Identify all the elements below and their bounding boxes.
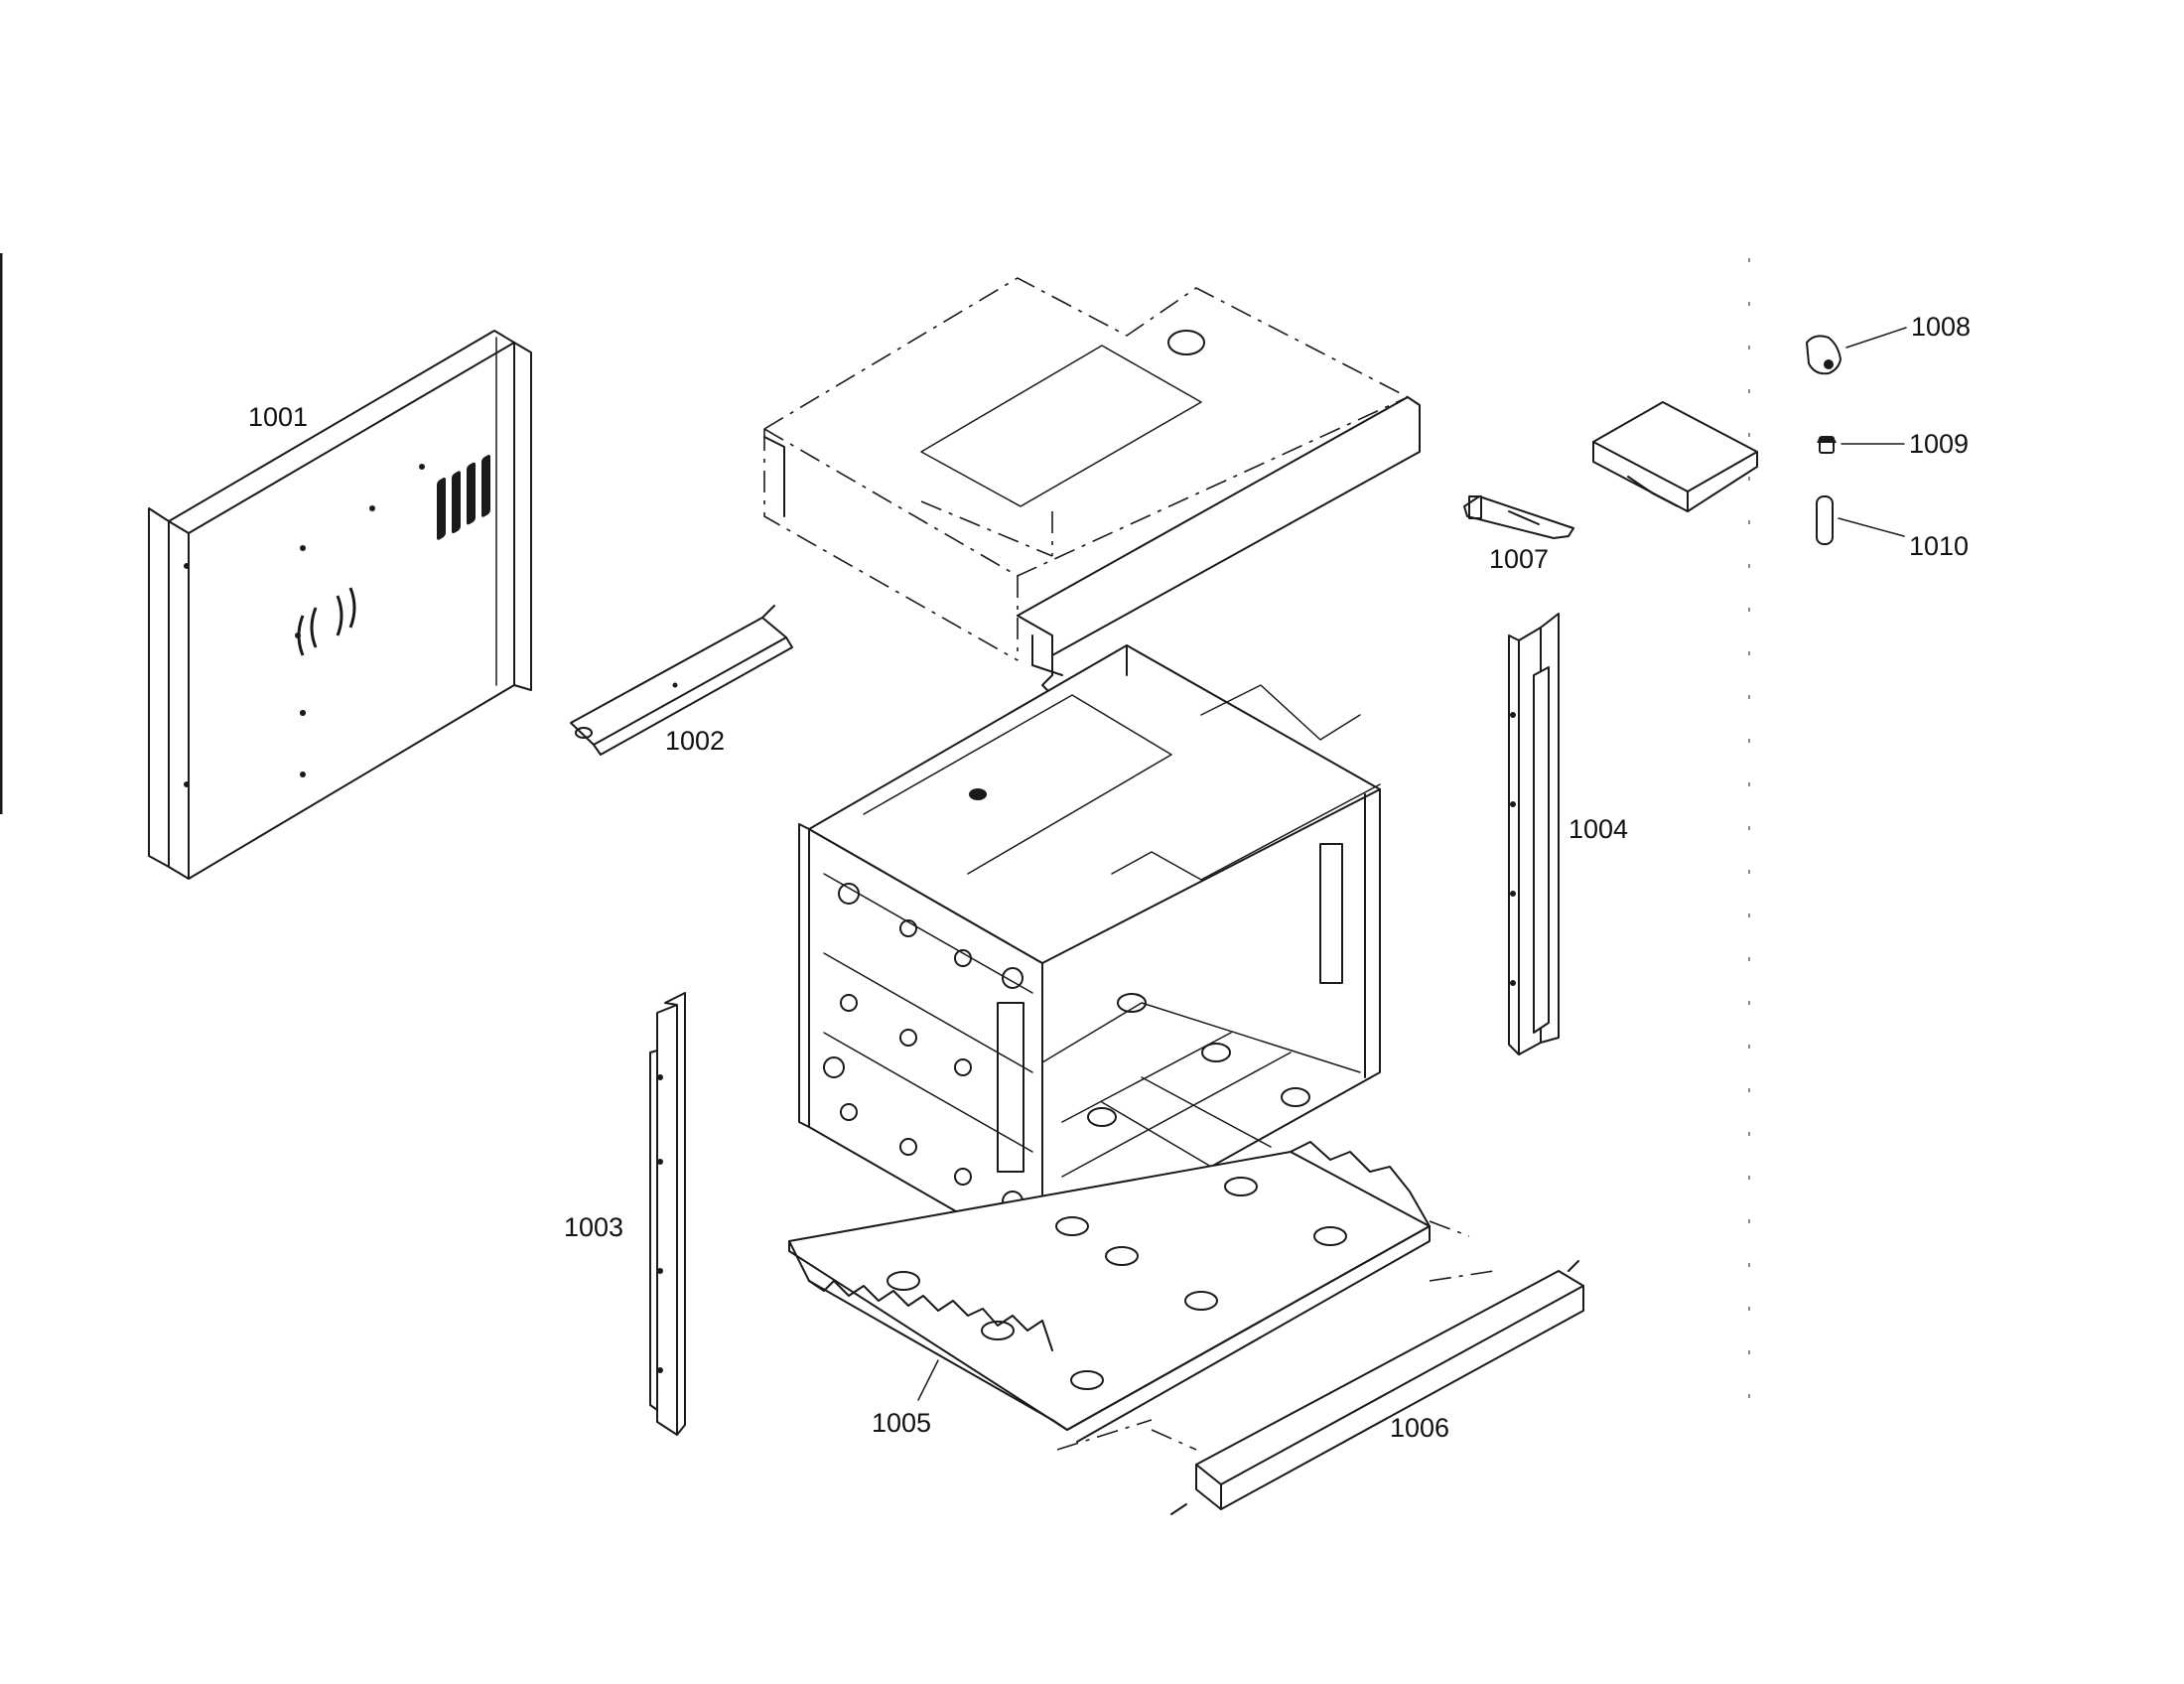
label-1007: 1007: [1489, 544, 1549, 574]
part-1006-front-trim: [1151, 1260, 1584, 1515]
part-1002-bracket: [570, 605, 793, 756]
top-cover-outline: [763, 277, 1421, 696]
part-1005-bottom-tray: [788, 1141, 1470, 1451]
part-1010-pin: [1816, 495, 1905, 545]
label-1008: 1008: [1911, 312, 1971, 342]
part-1008-knob: [1806, 327, 1907, 375]
label-1003: 1003: [564, 1212, 623, 1242]
label-1009: 1009: [1909, 429, 1969, 459]
label-1005: 1005: [872, 1408, 931, 1438]
hinge-cover-plate: [1592, 401, 1758, 512]
part-1004-right-rail: [1508, 613, 1560, 1055]
oven-cavity-frame: [798, 644, 1381, 1262]
label-1004: 1004: [1569, 814, 1628, 844]
label-1006: 1006: [1390, 1413, 1449, 1443]
part-1009-nut: [1817, 436, 1905, 454]
part-1007-clip: [1463, 495, 1574, 539]
label-1001: 1001: [248, 402, 308, 432]
part-1001-side-panel: [148, 330, 532, 880]
part-1003-left-rail: [649, 992, 686, 1436]
label-1010: 1010: [1909, 531, 1969, 561]
label-1002: 1002: [665, 726, 725, 756]
